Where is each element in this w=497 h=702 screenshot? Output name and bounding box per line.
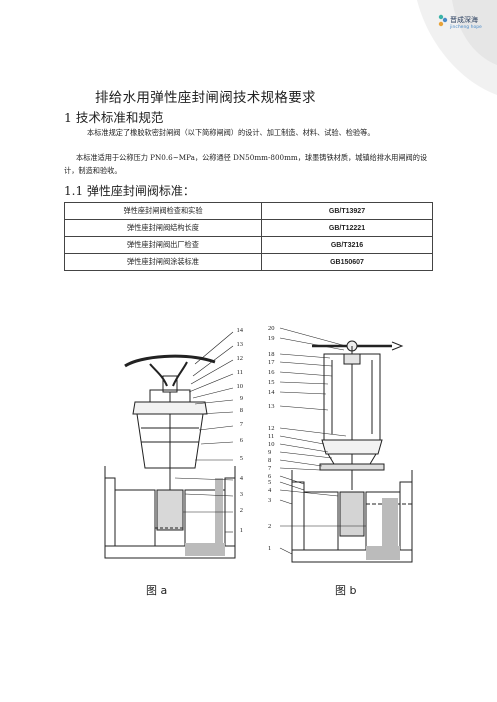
figure-b-caption: 图 b xyxy=(335,584,357,597)
label-b-4: 17 xyxy=(268,359,275,366)
label-b-14: 7 xyxy=(268,465,272,472)
standard-name: 弹性座封闸阀结构长度 xyxy=(64,219,262,237)
label-b-16: 5 xyxy=(268,479,271,486)
label-a-12: 3 xyxy=(240,491,243,498)
figure-b-valve-drawing: 20 19 18 17 16 15 14 13 12 11 10 9 8 7 6… xyxy=(268,325,413,563)
standard-code: GB/T12221 xyxy=(261,219,433,237)
standards-table: 弹性座封闸阀检查和实验 GB/T13927 弹性座封闸阀结构长度 GB/T122… xyxy=(64,202,433,271)
paragraph-applicability: 本标准适用于公称压力 PN0.6~MPa，公称通径 DN50mm-800mm，球… xyxy=(64,153,428,175)
label-b-3: 18 xyxy=(268,351,275,358)
label-a-10: 5 xyxy=(240,455,243,462)
table-row: 弹性座封闸阀结构长度 GB/T12221 xyxy=(64,219,433,237)
label-b-10: 11 xyxy=(268,433,274,440)
table-row: 弹性座封闸阀出厂检查 GB/T3216 xyxy=(64,236,433,254)
label-b-11: 10 xyxy=(268,441,275,448)
standard-name: 弹性座封闸阀检查和实验 xyxy=(64,202,262,220)
label-b-9: 12 xyxy=(268,425,275,432)
standard-code: GB150607 xyxy=(261,253,433,271)
standard-code: GB/T3216 xyxy=(261,236,433,254)
label-b-20: 1 xyxy=(268,545,271,552)
label-a-4: 11 xyxy=(237,369,243,376)
paragraph-scope: 本标准规定了橡胶软密封闸阀（以下简称闸阀）的设计、加工制造、材料、试验、检验等。 xyxy=(87,128,375,137)
label-b-6: 15 xyxy=(268,379,275,386)
figure-a-caption: 图 a xyxy=(146,584,168,597)
label-a-7: 8 xyxy=(240,407,243,414)
label-b-8: 13 xyxy=(268,403,275,410)
label-b-2: 19 xyxy=(268,335,275,342)
table-row: 弹性座封闸阀检查和实验 GB/T13927 xyxy=(64,202,433,220)
label-b-5: 16 xyxy=(268,369,275,376)
logo-mark-icon xyxy=(438,14,448,27)
label-a-3: 12 xyxy=(237,355,244,362)
label-b-12: 9 xyxy=(268,449,271,456)
standard-code: GB/T13927 xyxy=(261,202,433,220)
figure-a-valve-drawing: 14 13 12 11 10 9 8 7 6 5 4 3 2 1 xyxy=(104,327,244,559)
label-a-6: 9 xyxy=(240,395,243,402)
corner-decoration xyxy=(417,0,497,95)
table-row: 弹性座封闸阀涂装标准 GB150607 xyxy=(64,253,433,271)
standard-name: 弹性座封闸阀出厂检查 xyxy=(64,236,262,254)
section-heading-1: 1 技术标准和规范 xyxy=(64,110,164,125)
document-title: 排给水用弹性座封闸阀技术规格要求 xyxy=(95,90,316,106)
label-b-17: 4 xyxy=(268,487,272,494)
logo-subtitle: jincheng hope xyxy=(450,25,482,30)
label-b-15: 6 xyxy=(268,473,272,480)
label-b-1: 20 xyxy=(268,325,275,332)
label-a-5: 10 xyxy=(237,383,244,390)
label-a-13: 2 xyxy=(240,507,243,514)
label-b-7: 14 xyxy=(268,389,275,396)
label-b-19: 2 xyxy=(268,523,271,530)
section-heading-1-1: 1.1 弹性座封闸阀标准： xyxy=(64,184,195,198)
label-a-11: 4 xyxy=(240,475,244,482)
label-a-9: 6 xyxy=(240,437,244,444)
label-a-8: 7 xyxy=(240,421,244,428)
logo-name: 晋成深海 xyxy=(450,16,478,24)
label-b-13: 8 xyxy=(268,457,271,464)
company-logo: 晋成深海 jincheng hope xyxy=(437,12,492,38)
label-b-18: 3 xyxy=(268,497,271,504)
label-a-2: 13 xyxy=(237,341,244,348)
label-a-14: 1 xyxy=(240,527,243,534)
label-a-1: 14 xyxy=(237,327,244,334)
standard-name: 弹性座封闸阀涂装标准 xyxy=(64,253,262,271)
